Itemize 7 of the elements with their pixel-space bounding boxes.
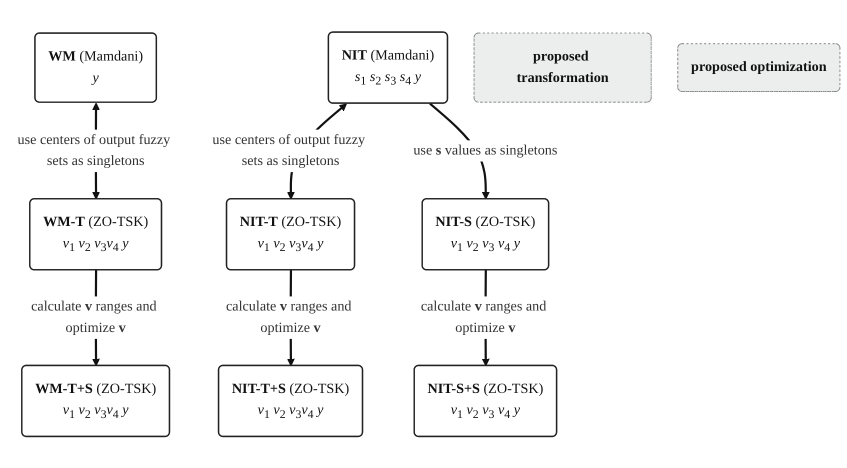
- edge-label: calculate v ranges and optimize v: [420, 298, 546, 336]
- edge-label: use centers of output fuzzy sets as singletons: [18, 132, 170, 168]
- edge-label: use centers of output fuzzy sets as singletons: [212, 132, 366, 168]
- edge-label: calculate v ranges and optimize v: [31, 298, 157, 336]
- edge-label: use s values as singletons: [413, 142, 558, 158]
- flowchart-diagram: use centers of output fuzzy sets as singletons use centers of output fuzzy sets as singletons use s values as singletons calculate v ranges and optimize v calculate v ranges and optimize v calculate v ranges and optimize v WM (Mamdani) y NIT (Mamdani) s$_{1}$ s$_{2}$ s$_{3}$ s$_{4}$ y proposed transformation WM-T (ZO-TSK) v$_{1}$ v$_{2}$ v$_{3}$v$_{4}$ y NIT-T (ZO-TSK) v$_{1}$ v$_{2}$ v$_{3}$v$_{4}$ y NIT-S (ZO-TSK) v$_{1}$ v$_{2}$ v$_{3}$ v$_{4}$ y proposed optimization WM-T+S (ZO-TSK) v$_{1}$ v$_{2}$ v$_{3}$v$_{4}$ y NIT-T+S (ZO-TSK) v$_{1}$ v$_{2}$ v$_{3}$v$_{4}$ y NIT-S+S (ZO-TSK) v$_{1}$ v$_{2}$ v$_{3}$ v$_{4}$ y: [0, 24, 847, 444]
- edge-label: calculate v ranges and optimize v: [226, 298, 352, 336]
